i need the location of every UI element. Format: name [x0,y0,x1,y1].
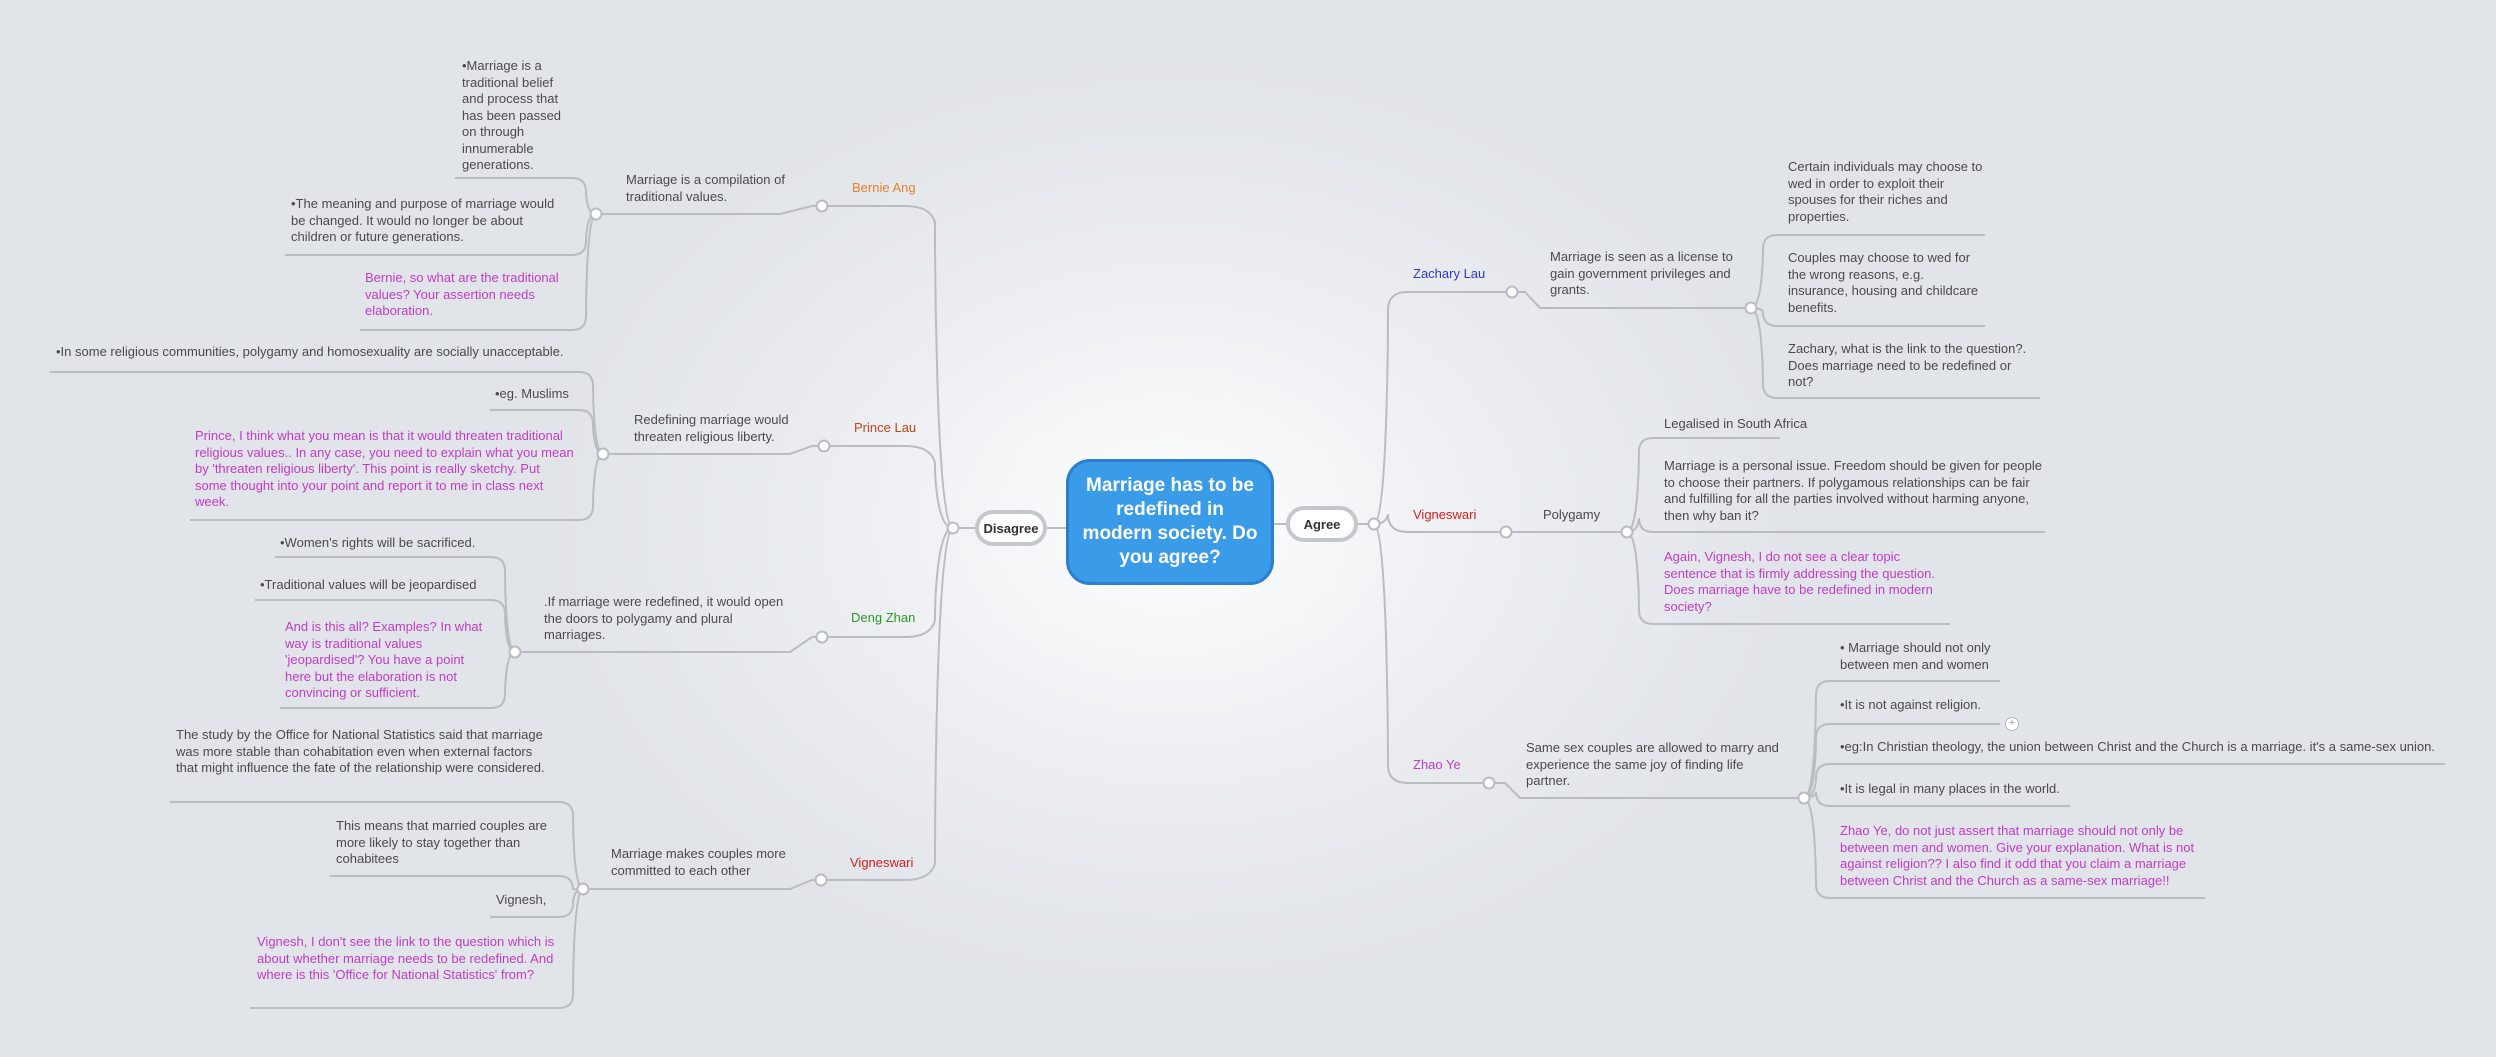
point-wrong-reasons[interactable]: Couples may choose to wed for the wrong … [1788,250,1979,315]
topic-committed[interactable]: Marriage makes couples more committed to… [611,846,786,878]
point-legalised-south-africa[interactable]: Legalised in South Africa [1664,416,1808,431]
point-traditional-belief[interactable]: •Marriage is a traditional belief and pr… [462,58,562,172]
teacher-comment-zhao[interactable]: Zhao Ye, do not just assert that marriag… [1840,823,2195,888]
branch-joint[interactable] [815,199,829,213]
branch-joint[interactable] [1367,517,1381,531]
branch-joint[interactable] [1499,525,1513,539]
author-prince-lau[interactable]: Prince Lau [854,420,917,435]
agree-node[interactable]: Agree [1286,506,1358,542]
topic-polygamy-doors[interactable]: .If marriage were redefined, it would op… [544,594,784,642]
point-meaning-changed[interactable]: •The meaning and purpose of marriage wou… [291,196,555,244]
branch-joint[interactable] [815,630,829,644]
point-religious-communities[interactable]: •In some religious communities, polygamy… [56,344,564,359]
topic-license-privileges[interactable]: Marriage is seen as a license to gain go… [1550,249,1733,297]
point-ons-study[interactable]: The study by the Office for National Sta… [176,727,545,775]
disagree-node[interactable]: Disagree [975,510,1047,546]
branch-joint[interactable] [576,882,590,896]
topic-same-sex[interactable]: Same sex couples are allowed to marry an… [1526,740,1779,788]
teacher-comment-bernie[interactable]: Bernie, so what are the traditional valu… [365,270,559,318]
teacher-comment-prince[interactable]: Prince, I think what you mean is that it… [195,428,574,509]
teacher-comment-vigneswari-disagree[interactable]: Vignesh, I don't see the link to the que… [257,934,555,982]
author-vigneswari-disagree[interactable]: Vigneswari [850,855,914,870]
branch-joint[interactable] [508,645,522,659]
author-deng-zhan[interactable]: Deng Zhan [851,610,916,625]
topic-traditional-values[interactable]: Marriage is a compilation of traditional… [626,172,785,204]
point-personal-issue[interactable]: Marriage is a personal issue. Freedom sh… [1664,458,2042,523]
author-zachary-lau[interactable]: Zachary Lau [1413,266,1486,281]
central-topic-text: Marriage has to be redefined in modern s… [1082,475,1258,568]
point-eg-muslims[interactable]: •eg. Muslims [495,386,569,401]
plus-circle-icon[interactable]: + [2005,717,2019,731]
topic-religious-liberty[interactable]: Redefining marriage would threaten relig… [634,412,789,444]
point-not-only-men-women[interactable]: • Marriage should not only between men a… [1840,640,1991,672]
branch-joint[interactable] [589,207,603,221]
branch-joint[interactable] [817,439,831,453]
point-womens-rights[interactable]: •Women's rights will be sacrificed. [280,535,476,550]
point-traditional-values-jeopardised[interactable]: •Traditional values will be jeopardised [260,577,477,592]
branch-joint[interactable] [1620,525,1634,539]
point-exploit-spouses[interactable]: Certain individuals may choose to wed in… [1788,159,1983,224]
teacher-comment-deng[interactable]: And is this all? Examples? In what way i… [285,619,483,700]
branch-joint[interactable] [946,521,960,535]
point-zachary-link[interactable]: Zachary, what is the link to the questio… [1788,341,2027,389]
branch-joint[interactable] [596,447,610,461]
author-bernie-ang[interactable]: Bernie Ang [852,180,916,195]
topic-polygamy[interactable]: Polygamy [1543,507,1601,522]
central-topic[interactable]: Marriage has to be redefined in modern s… [1066,459,1274,585]
point-vignesh[interactable]: Vignesh, [496,892,547,907]
author-vigneswari-agree[interactable]: Vigneswari [1413,507,1477,522]
branch-joint[interactable] [1797,791,1811,805]
branch-joint[interactable] [814,873,828,887]
branch-joint[interactable] [1505,285,1519,299]
branch-joint[interactable] [1482,776,1496,790]
teacher-comment-vigneswari-agree[interactable]: Again, Vignesh, I do not see a clear top… [1664,549,1935,614]
point-married-couples[interactable]: This means that married couples are more… [336,818,547,866]
author-zhao-ye[interactable]: Zhao Ye [1413,757,1461,772]
branch-joint[interactable] [1744,301,1758,315]
point-christian-theology[interactable]: •eg:In Christian theology, the union bet… [1840,739,2435,754]
point-legal-many-places[interactable]: •It is legal in many places in the world… [1840,781,2060,796]
point-not-against-religion[interactable]: •It is not against religion. [1840,697,1982,712]
